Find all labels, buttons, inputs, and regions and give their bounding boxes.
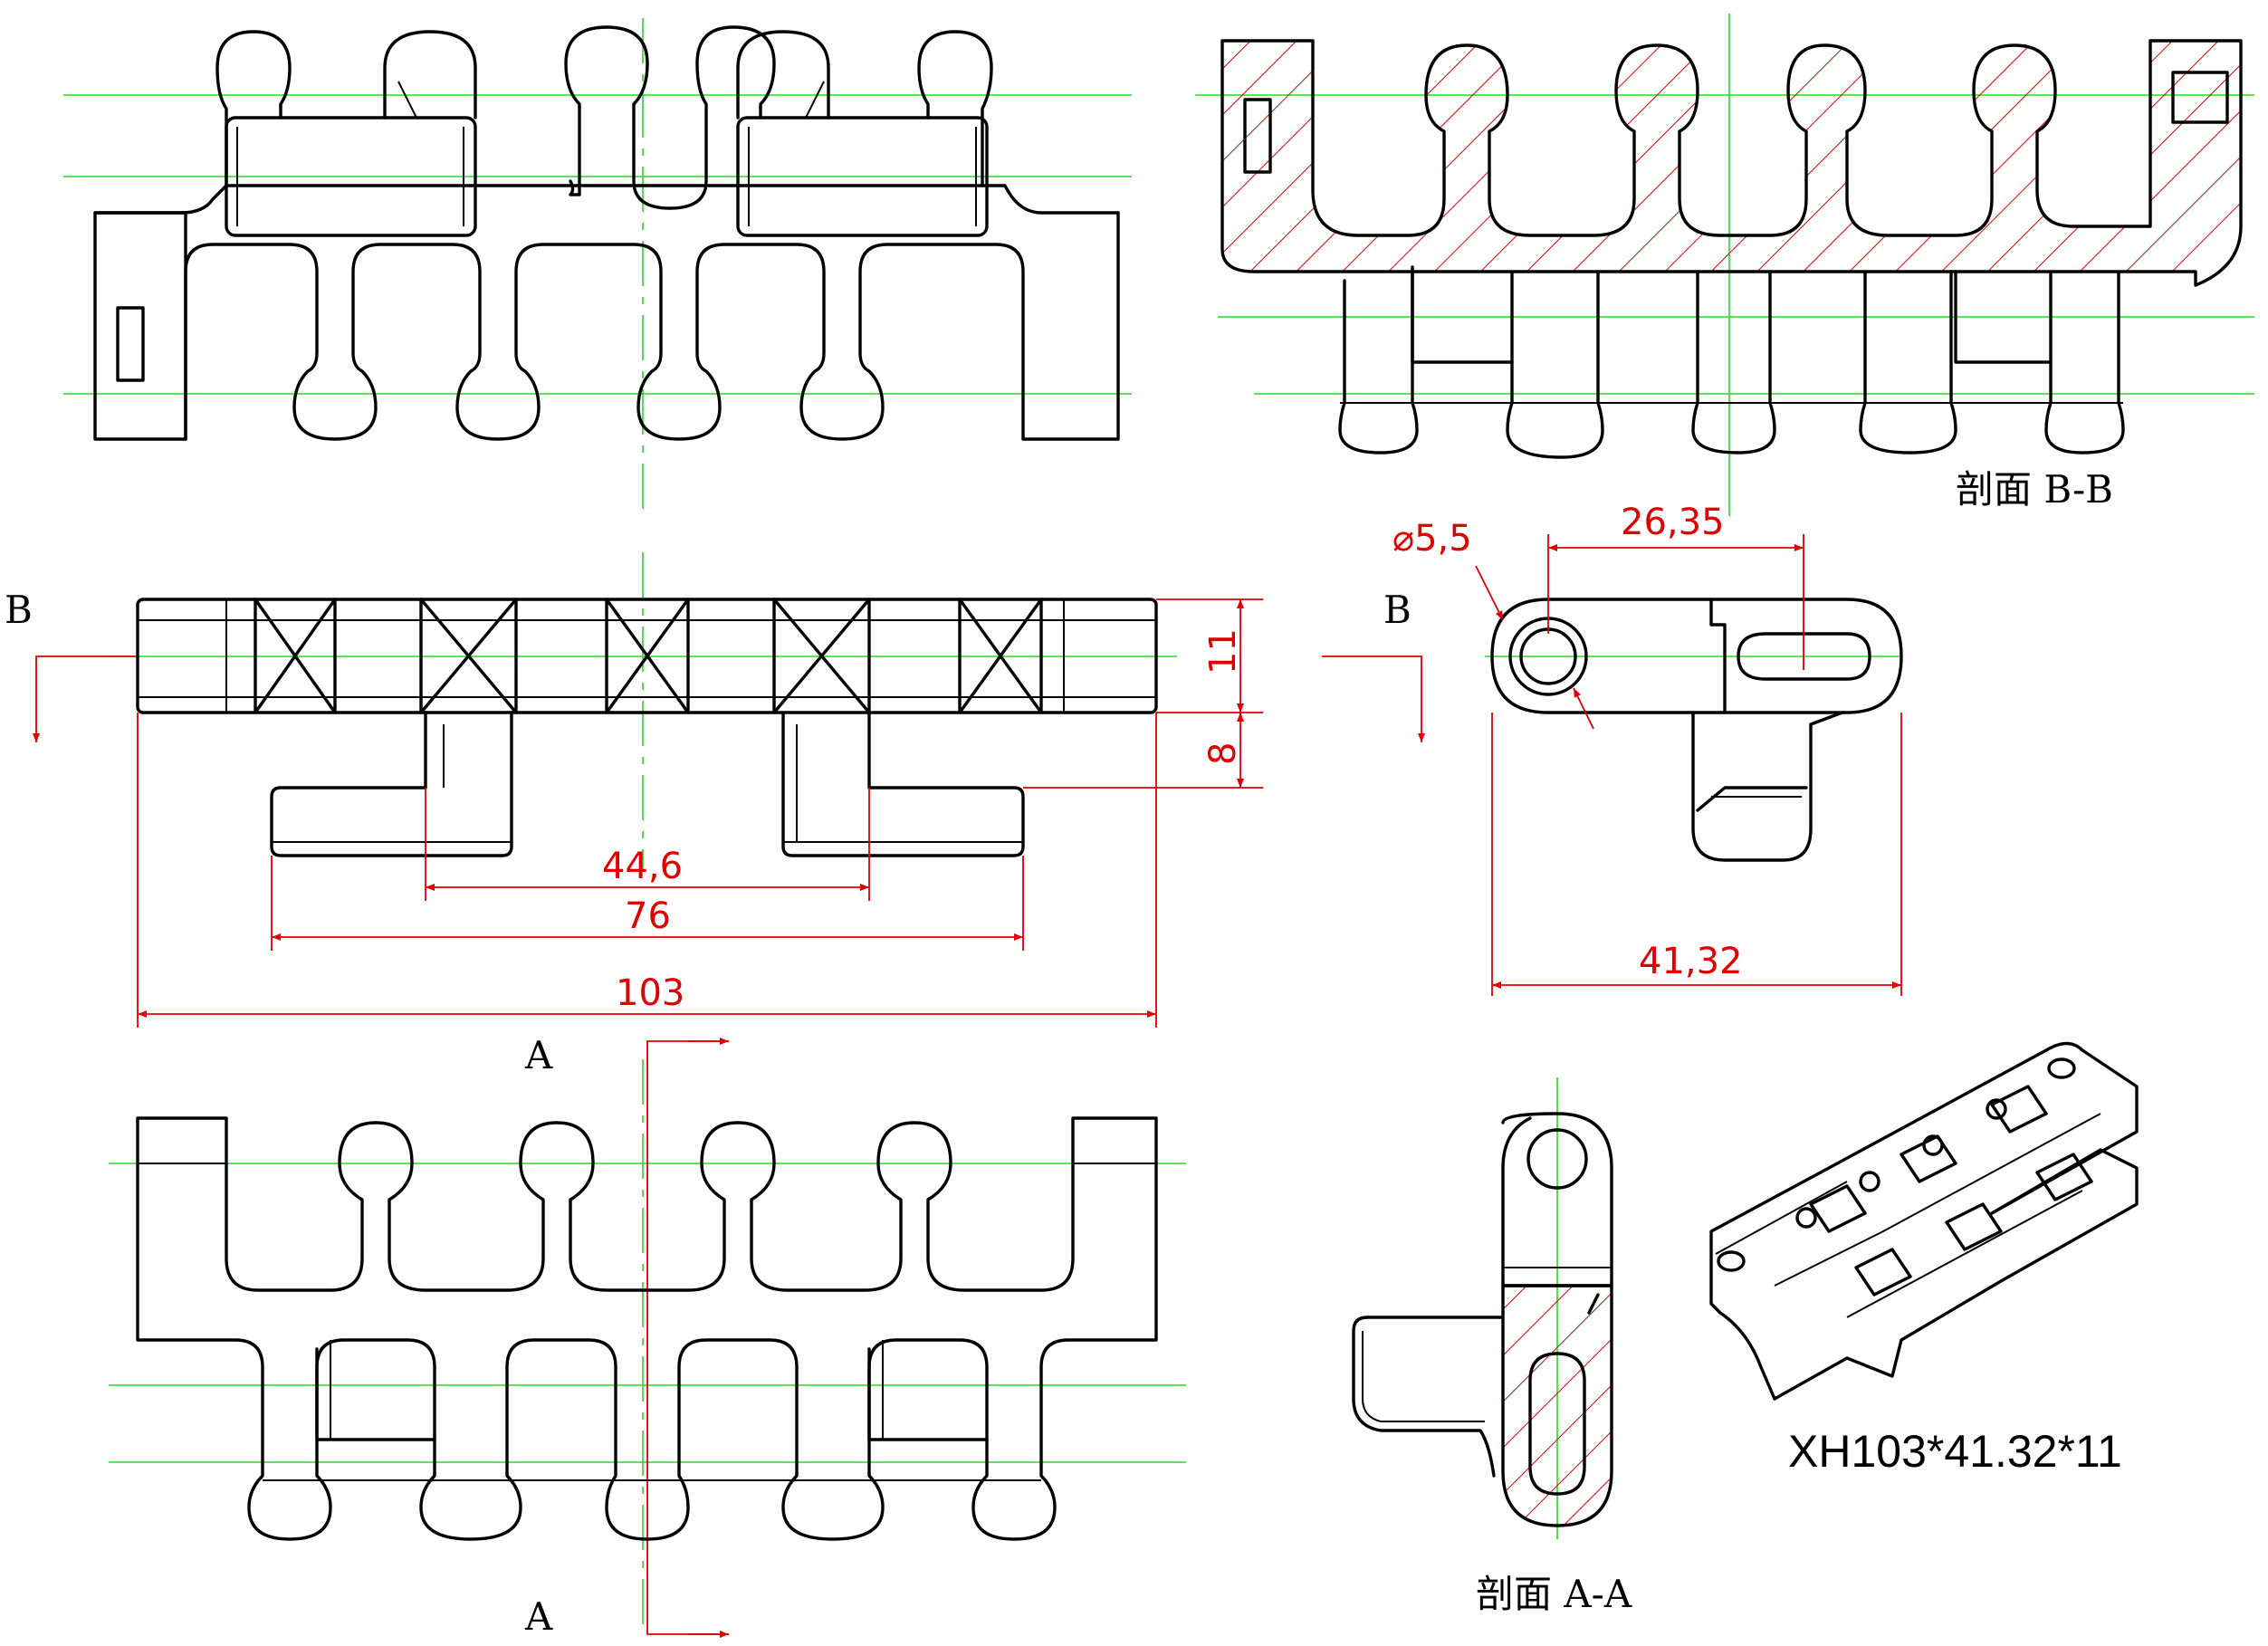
front-dimensions: 11 8 44,6 76 103 (137, 598, 1263, 1028)
section-bb-label: 剖面 B-B (1956, 467, 2113, 512)
dim-diameter: ⌀5,5 (1392, 518, 1472, 560)
side-view: B (1322, 588, 1903, 862)
top-view (63, 18, 1132, 516)
dim-41-32: 41,32 (1639, 941, 1743, 982)
dim-76: 76 (625, 895, 671, 937)
cut-a-top: A (524, 1033, 553, 1077)
dim-11: 11 (1202, 628, 1244, 675)
cut-a-bottom: A (524, 1594, 553, 1639)
front-view: B (5, 552, 1177, 869)
cut-b-right: B (1383, 588, 1412, 632)
dim-103: 103 (616, 972, 684, 1014)
section-aa-label: 剖面 A-A (1476, 1572, 1632, 1616)
bottom-view: A A (109, 1033, 1186, 1639)
isometric-view: XH103*41.32*11 (1709, 1041, 2139, 1477)
dim-8: 8 (1202, 742, 1244, 765)
x-cells (225, 598, 1065, 714)
dim-44-6: 44,6 (602, 846, 683, 887)
model-number: XH103*41.32*11 (1788, 1426, 2122, 1477)
side-dimensions: 26,35 ⌀5,5 41,32 (1392, 502, 1902, 996)
dim-26-35: 26,35 (1621, 502, 1725, 543)
section-b-b: 剖面 B-B (1195, 14, 2254, 516)
section-a-a: 剖面 A-A (1352, 1077, 1632, 1616)
cut-b-left: B (5, 588, 33, 632)
